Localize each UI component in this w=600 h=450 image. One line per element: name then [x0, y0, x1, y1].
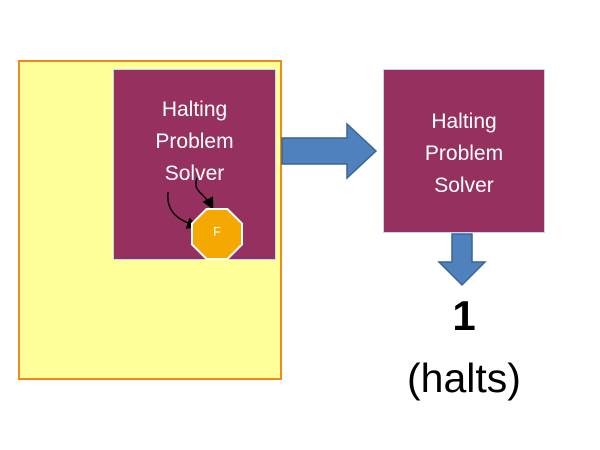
inner-solver-line-1: Halting [161, 98, 228, 121]
down-arrow-icon [437, 233, 487, 287]
outer-solver-line-3: Solver [434, 174, 494, 197]
result-label: (halts) [407, 355, 521, 401]
right-arrow-icon [281, 122, 378, 180]
result-value: 1 [452, 292, 476, 339]
octagon-label: F [213, 224, 221, 239]
inner-solver-line-2: Problem [155, 130, 234, 153]
octagon-f: F [192, 207, 242, 257]
outer-solver-line-2: Problem [424, 142, 504, 165]
inner-solver-line-3: Solver [164, 162, 225, 185]
outer-solver-line-1: Halting [431, 110, 497, 133]
outer-halting-solver-box: Halting Problem Solver [383, 69, 545, 233]
